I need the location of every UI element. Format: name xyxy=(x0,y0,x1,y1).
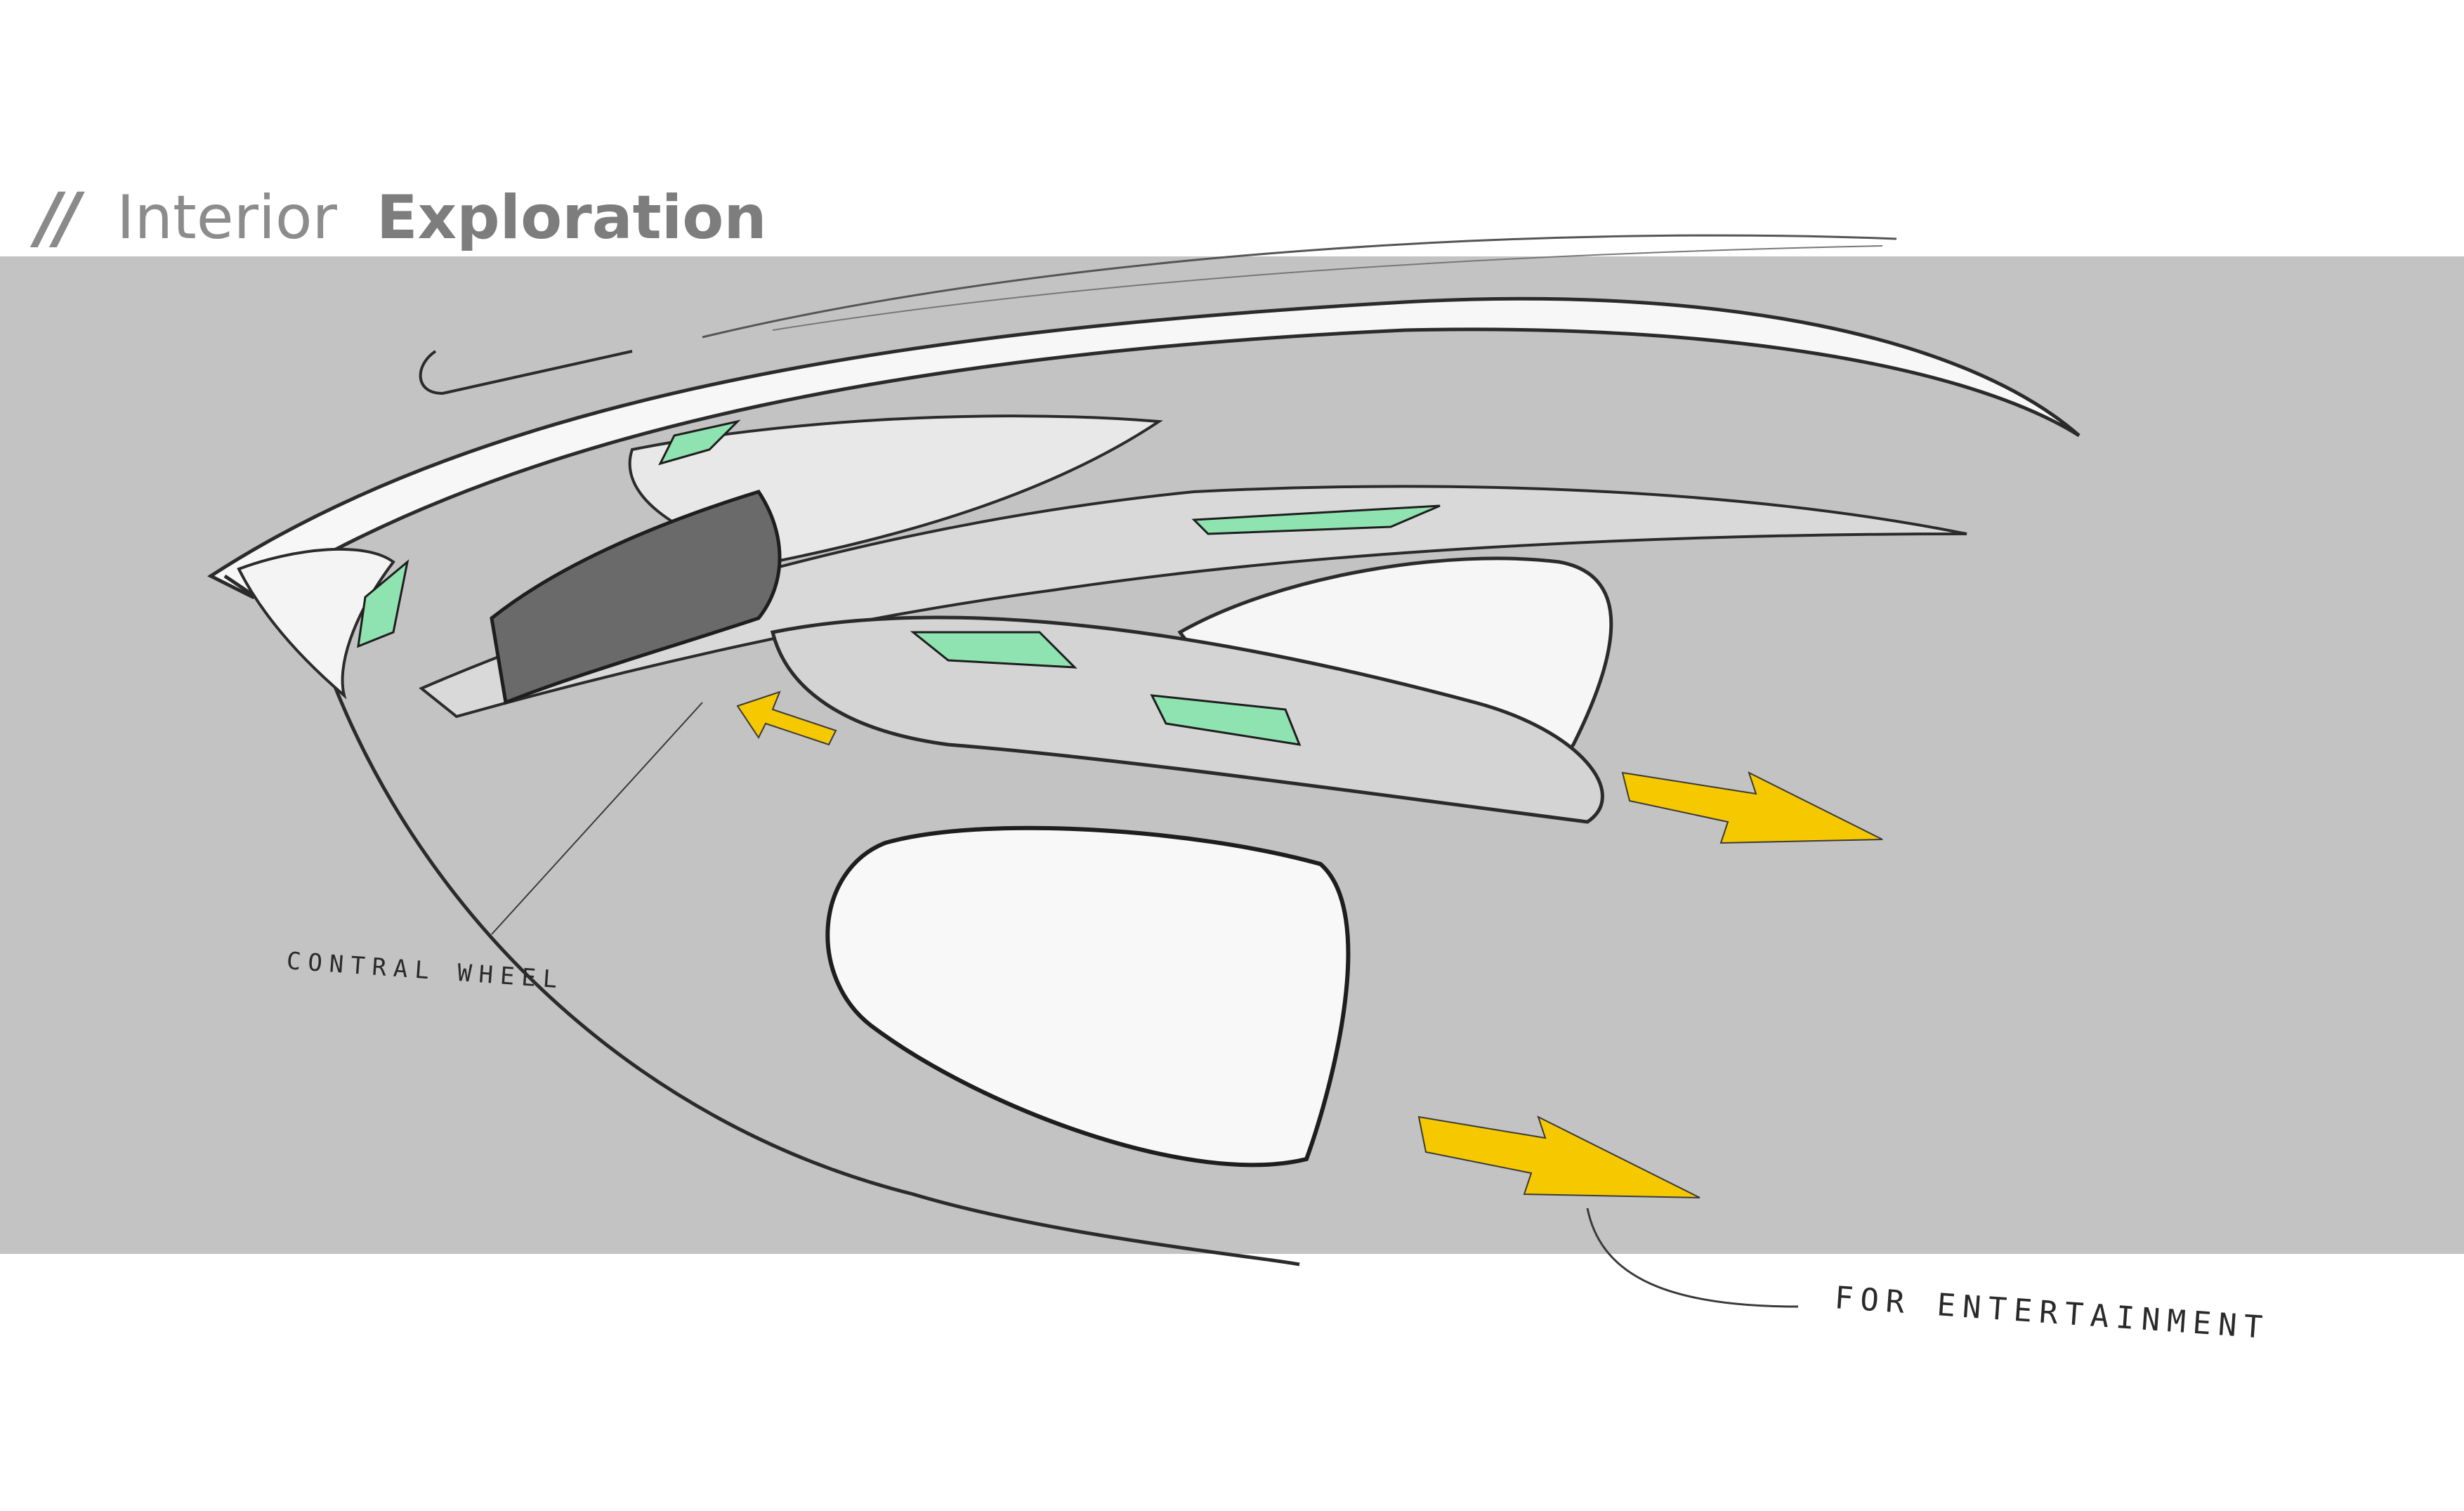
sketch-roof-top-stroke-2 xyxy=(772,245,1883,331)
yellow-arrow-lower-right xyxy=(1417,1116,1700,1198)
title-light-word: Interior xyxy=(117,183,337,253)
sketch-lighting-strip-3 xyxy=(357,559,409,648)
sketch-roof-top-stroke xyxy=(702,234,1897,339)
sketch-rear-seat xyxy=(825,825,1351,1167)
title-bold-word: Exploration xyxy=(376,183,767,253)
sketch-lighting-strip-1 xyxy=(658,419,741,466)
sketch-lighting-strip-2 xyxy=(1191,504,1441,535)
sketch-lighting-strip-4 xyxy=(910,631,1077,669)
sketch-left-panel xyxy=(237,547,395,700)
page-title: // Interior Exploration xyxy=(37,169,767,267)
control-wheel-leader-line xyxy=(491,702,703,935)
title-slash-mark: // xyxy=(37,178,80,257)
sketch-roof-arc xyxy=(207,296,2080,599)
sketch-control-block xyxy=(490,490,782,705)
sketch-lighting-strip-5 xyxy=(1150,694,1302,746)
yellow-arrow-upper-right xyxy=(1621,771,1883,844)
sketch-vent-detail xyxy=(419,350,633,395)
yellow-arrow-left xyxy=(736,691,837,746)
entertainment-leader-line xyxy=(1586,1208,1799,1308)
